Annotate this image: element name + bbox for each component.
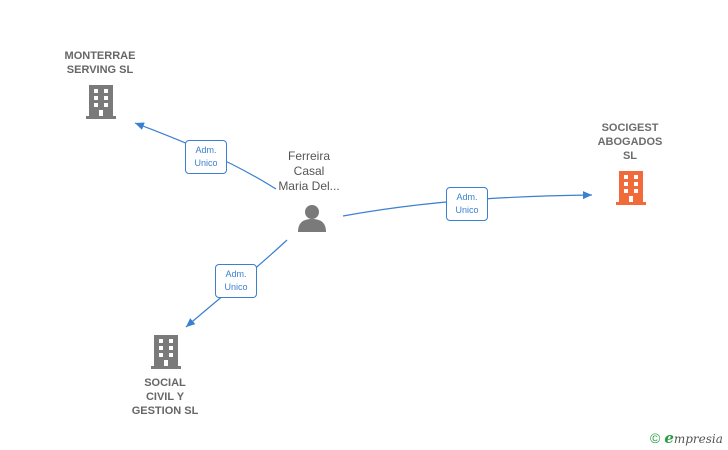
node-label-line: ABOGADOS [597,136,663,148]
building-icon[interactable] [150,334,182,370]
node-label-monterrae[interactable]: MONTERRAE SERVING SL [52,49,148,77]
node-label-line: CIVIL Y [145,391,185,403]
node-label-socigest[interactable]: SOCIGEST ABOGADOS SL [580,121,680,163]
brand-name: mpresia [673,432,723,446]
node-label-line: SOCIGEST [601,122,659,134]
person-icon[interactable] [296,203,328,233]
copyright-symbol: © [650,430,661,446]
edge-label-to-social-civil[interactable]: Adm. Unico [215,264,257,298]
node-label-person[interactable]: Ferreira Casal Maria Del... [262,149,356,194]
edge-label-to-monterrae[interactable]: Adm. Unico [185,140,227,174]
node-label-line: Ferreira [287,149,330,163]
node-label-social-civil[interactable]: SOCIAL CIVIL Y GESTION SL [115,376,215,418]
node-label-line: SERVING SL [66,64,134,76]
edge-label-line: Unico [455,205,479,215]
edge-label-line: Unico [194,158,218,168]
building-icon[interactable] [85,84,117,120]
node-label-line: SOCIAL [144,377,186,389]
edge-label-line: Adm. [225,269,247,279]
edge-label-to-socigest[interactable]: Adm. Unico [446,187,488,221]
edge-label-line: Adm. [195,145,217,155]
edge-label-line: Adm. [456,192,478,202]
node-label-line: MONTERRAE [64,50,136,62]
node-label-line: Casal [293,164,325,178]
edge-label-line: Unico [224,282,248,292]
brand-logo: ©empresia [650,429,723,447]
node-label-line: GESTION SL [131,405,199,417]
brand-initial: e [664,429,674,447]
node-label-line: Maria Del... [278,179,340,193]
node-label-line: SL [622,150,638,162]
building-icon[interactable] [615,170,647,206]
